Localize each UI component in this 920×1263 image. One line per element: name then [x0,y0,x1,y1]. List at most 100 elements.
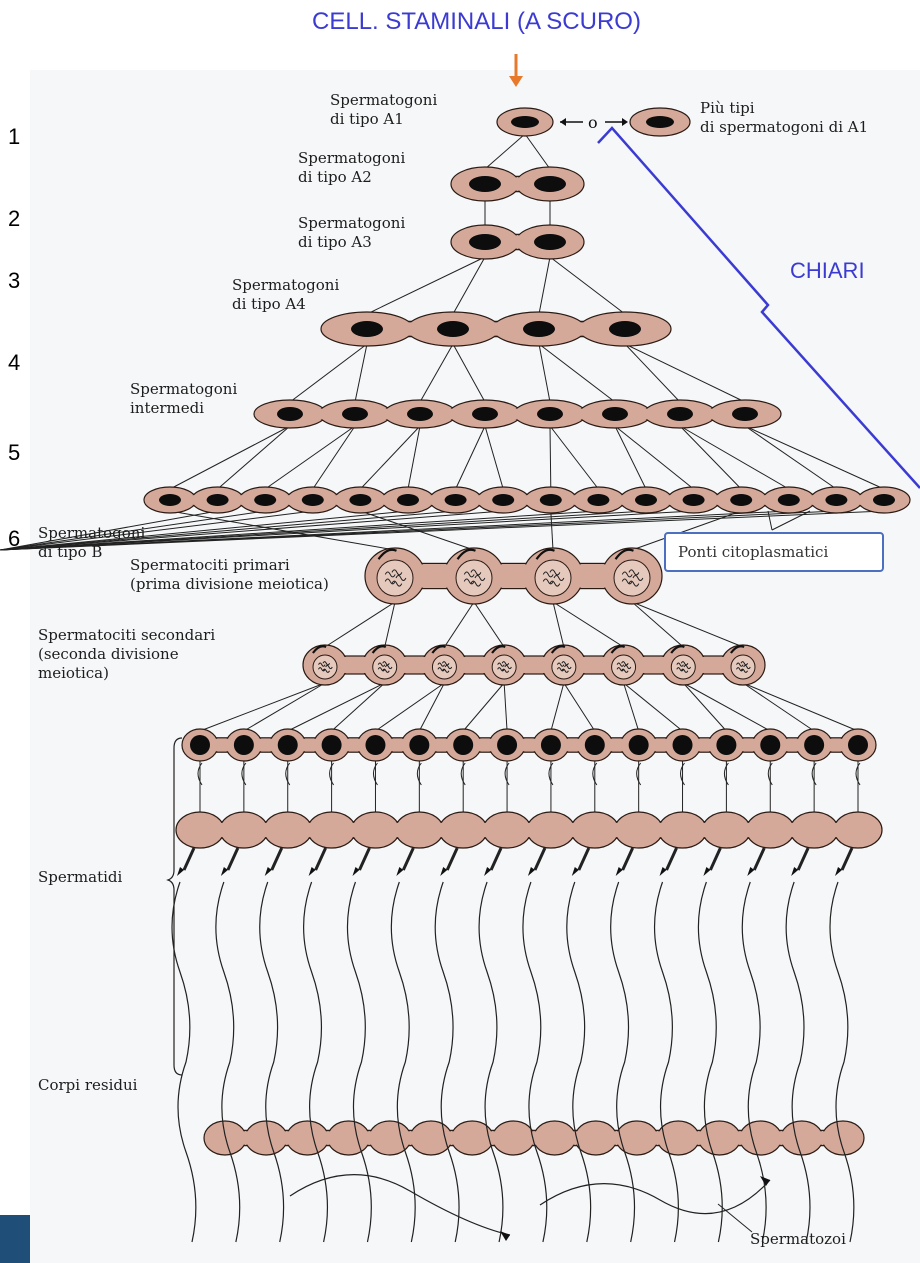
label-residual-bodies: Corpi residui [38,1076,138,1094]
nucleus [716,735,737,755]
chromatin [542,569,565,587]
head [264,867,272,876]
nucleus [372,654,398,680]
nucleus [277,407,303,421]
nucleus [611,654,637,680]
or-label: o [588,113,598,132]
centriole [377,548,397,560]
label-intermediate-spermatogonia: Spermatogoni intermedi [130,380,238,417]
nucleus [667,407,693,421]
nucleus [537,407,563,421]
nucleus [551,654,577,680]
cell-row-tipo-b [143,486,911,514]
nucleus [609,321,641,337]
nucleus [587,494,610,506]
cell-row-spermatidi-round [181,728,877,786]
centriole [610,645,626,654]
cell-row-a4 [320,311,672,347]
cell-row-secondari [302,644,766,686]
nucleus [444,494,467,506]
head [703,867,711,876]
head [440,867,448,876]
nucleus [469,234,501,250]
head [308,867,316,876]
nucleus [672,735,693,755]
nucleus [670,654,696,680]
light-cells-bracket [597,126,920,489]
chromatin [556,661,572,673]
acrosome [445,847,459,871]
flagellum [548,762,554,786]
chromatin [437,661,453,673]
nucleus [873,494,895,506]
nucleus [365,735,386,755]
nucleus [732,407,758,421]
nucleus [277,735,298,755]
tail [829,881,855,1243]
spermatozoon [289,1174,511,1241]
chromatin [676,661,691,673]
label-spermatogonia-a1: Spermatogoni di tipo A1 [330,91,438,128]
nucleus [349,494,372,506]
tail [697,881,723,1243]
acrosome [489,847,503,871]
acrosome [358,847,371,871]
cell-row-corpi [203,1120,865,1156]
acrosome [401,847,415,871]
acrosome [533,847,547,871]
nucleus [233,735,254,755]
nucleus [342,407,368,421]
tail [653,881,679,1243]
nucleus [613,559,651,597]
centriole [670,645,685,654]
centriole [535,548,555,560]
label-secondary-spermatocytes: Spermatociti secondari (seconda division… [38,626,216,682]
nucleus [254,494,277,506]
chromatin [616,661,632,673]
flagellum [241,762,247,786]
nucleus [351,321,383,337]
lineage-lines [0,133,885,812]
row-number-6: 6 [8,526,21,551]
diagram-extras: o [166,54,920,1243]
nucleus [455,559,493,597]
centriole [456,548,476,560]
nucleus [825,494,848,506]
cell-row-primari [364,547,663,605]
head [177,867,184,876]
nucleus [491,654,517,680]
chromatin [384,569,407,587]
flagellum [767,762,773,786]
cell-row-spermatidi-elong [175,811,883,876]
flagellum [592,762,598,786]
spermatozoon [539,1176,771,1215]
flagellum [285,762,291,786]
row-number-1: 1 [8,124,21,149]
label-spermatids: Spermatidi [38,868,123,886]
row-number-5: 5 [8,440,21,465]
flagellum [723,762,729,786]
acrosome [665,847,678,871]
nucleus [540,735,561,755]
centriole [312,645,327,654]
label-spermatozoa: Spermatozoi [750,1230,846,1248]
chromatin [621,569,644,587]
orange-down-arrow-icon [509,54,523,87]
nucleus [730,654,756,680]
acrosome [796,847,810,871]
chromatin [318,661,333,673]
nucleus [539,494,562,506]
curly-bracket-icon [166,737,183,1076]
head [659,867,667,876]
chromatin [497,661,512,673]
head [396,867,404,876]
tail [390,881,416,1243]
nucleus [534,234,566,250]
head [615,867,623,876]
nucleus [646,116,674,128]
nucleus [848,735,868,755]
nucleus [511,116,539,128]
nucleus [469,176,501,192]
nucleus [492,494,515,506]
